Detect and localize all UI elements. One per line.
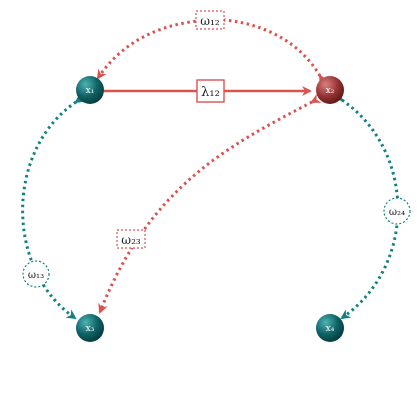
label-omega24: ω₂₄ <box>389 207 405 218</box>
node-x1: x₁ <box>76 76 104 104</box>
edge-omega23 <box>98 93 322 314</box>
edge-label-omega12: ω₁₂ <box>195 10 225 30</box>
node-x4: x₄ <box>316 314 344 342</box>
node-x2-label: x₂ <box>326 86 335 96</box>
edge-omega13 <box>21 93 86 320</box>
edge-omega12 <box>96 18 329 86</box>
node-x2: x₂ <box>316 76 344 104</box>
node-x4-label: x₄ <box>326 324 335 334</box>
label-lambda12: λ₁₂ <box>201 85 220 100</box>
label-omega13: ω₁₃ <box>28 270 44 281</box>
node-x1-label: x₁ <box>86 86 95 96</box>
edge-label-lambda12: λ₁₂ <box>196 79 225 103</box>
edge-label-omega23: ω₂₃ <box>116 229 146 249</box>
label-omega12: ω₁₂ <box>200 14 220 28</box>
label-omega23: ω₂₃ <box>121 233 141 247</box>
node-x3-label: x₃ <box>86 324 95 334</box>
node-x3: x₃ <box>76 314 104 342</box>
edge-label-omega24: ω₂₄ <box>383 197 411 225</box>
edge-label-omega13: ω₁₃ <box>22 260 50 288</box>
